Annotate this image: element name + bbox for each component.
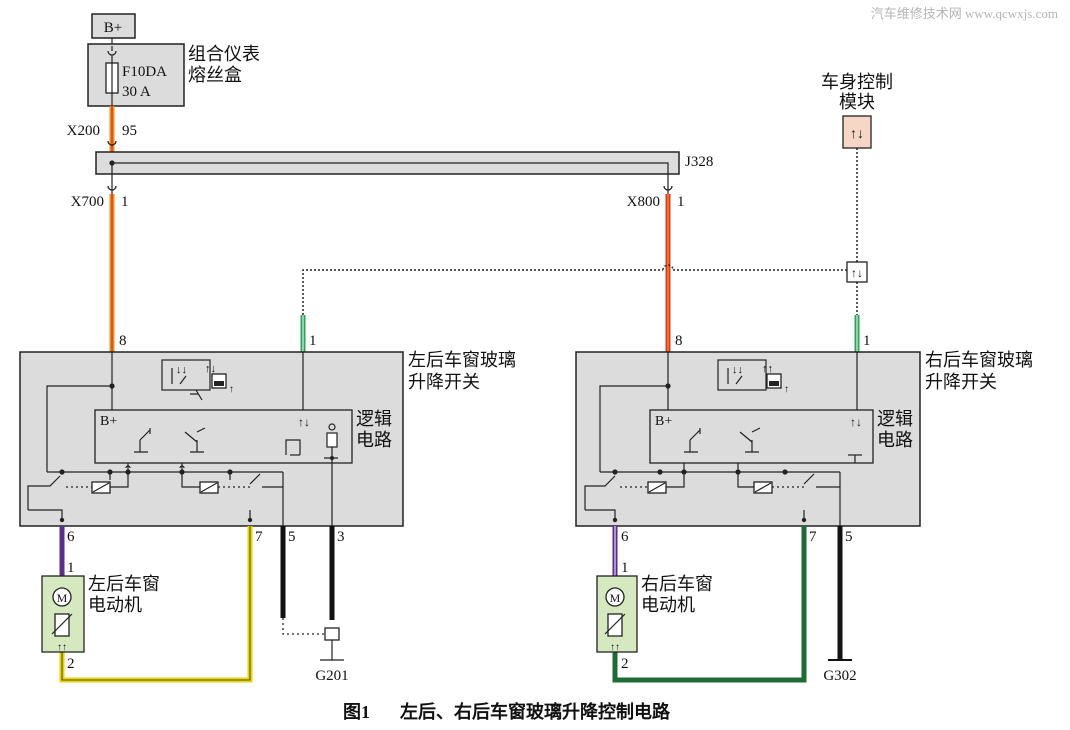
svg-text:↑↓: ↑↓ (851, 266, 863, 280)
right-logic-bplus: B+ (655, 414, 672, 429)
left-logic-title-1: 逻辑 (356, 409, 392, 429)
left-motor-title-2: 电动机 (88, 595, 142, 615)
svg-text:↑↓: ↑↓ (298, 415, 310, 429)
svg-text:↑: ↑ (229, 384, 234, 395)
right-window-switch: 右后车窗玻璃 升降开关 B+ 逻辑 电路 ↑↓ ↓↓ ↑↑ ↑ (575, 350, 1033, 527)
right-pin-7: 7 (809, 529, 817, 545)
svg-text:↓↓: ↓↓ (732, 364, 743, 376)
right-switch-title-2: 升降开关 (925, 372, 997, 392)
left-pin-5: 5 (288, 529, 296, 545)
svg-text:1: 1 (67, 560, 75, 576)
bcm-title-2: 模块 (839, 92, 875, 112)
left-pin-7: 7 (255, 529, 263, 545)
left-logic-circuit (94, 409, 353, 464)
right-logic-title-1: 逻辑 (877, 409, 913, 429)
left-switch-title-2: 升降开关 (408, 372, 480, 392)
right-pin-1: 1 (863, 333, 871, 349)
fuse-box: F10DA 30 A 组合仪表 熔丝盒 (87, 43, 260, 107)
bcm-data-icon: ↑↓ (850, 127, 864, 142)
right-window-motor: 1 M ↑↑ 2 右后车窗 电动机 (596, 560, 713, 672)
left-logic-bplus: B+ (100, 414, 117, 429)
x800-pin: 1 (677, 194, 685, 210)
wire-green-right (612, 526, 807, 683)
right-motor-icon (605, 587, 625, 607)
right-pin-5: 5 (845, 529, 853, 545)
right-switch-title-1: 右后车窗玻璃 (925, 350, 1033, 370)
ground-g302: G302 (823, 668, 856, 684)
left-window-switch: 左后车窗玻璃 升降开关 B+ 逻辑 电路 ↑↓ ↓↓ ↑↓ ↑ (19, 350, 516, 527)
x700-label: X700 (71, 194, 104, 210)
left-switch-title-1: 左后车窗玻璃 (408, 350, 516, 370)
ground-g201: G201 (315, 668, 348, 684)
left-pin-3: 3 (337, 529, 345, 545)
bcm-title-1: 车身控制 (821, 72, 893, 92)
svg-text:↓↓: ↓↓ (176, 364, 187, 376)
right-pin-6: 6 (621, 529, 629, 545)
fuse-box-body (87, 43, 185, 107)
fuse-rating: 30 A (122, 84, 151, 100)
caption-figure: 图1 (343, 702, 370, 722)
svg-text:M: M (57, 591, 68, 605)
svg-text:↑↓: ↑↓ (205, 363, 216, 375)
x700-pin: 1 (121, 194, 129, 210)
left-logic-title-2: 电路 (356, 430, 392, 450)
svg-text:↑↑: ↑↑ (762, 363, 773, 375)
svg-text:2: 2 (621, 656, 629, 672)
left-motor-icon (52, 587, 72, 607)
bplus-box (91, 13, 136, 39)
j328-label: J328 (685, 154, 713, 170)
left-pin-6: 6 (67, 529, 75, 545)
x800-label: X800 (627, 194, 660, 210)
right-motor-title-1: 右后车窗 (641, 574, 713, 594)
right-pin-8: 8 (675, 333, 683, 349)
svg-text:↑: ↑ (784, 384, 789, 395)
fuse-box-title-1: 组合仪表 (188, 44, 260, 64)
power-supply: B+ (91, 13, 136, 46)
svg-text:↑↑: ↑↑ (610, 642, 620, 653)
ground-connector-icon (324, 627, 340, 641)
x200-label: X200 (67, 123, 100, 139)
left-motor-title-1: 左后车窗 (88, 574, 160, 594)
x200-pin: 95 (122, 123, 137, 139)
right-logic-circuit (649, 409, 874, 464)
left-pin-1: 1 (309, 333, 317, 349)
svg-text:↑↑: ↑↑ (57, 642, 67, 653)
caption-title: 左后、右后车窗玻璃升降控制电路 (400, 701, 671, 722)
left-window-motor: 1 M ↑↑ 2 左后车窗 电动机 (41, 560, 160, 672)
fuse-box-title-2: 熔丝盒 (188, 65, 242, 85)
body-control-module: 车身控制 模块 ↑↓ (821, 72, 893, 149)
svg-text:2: 2 (67, 656, 75, 672)
svg-text:↑↓: ↑↓ (850, 415, 862, 429)
svg-text:M: M (610, 591, 621, 605)
splice-j328: J328 (95, 151, 713, 194)
watermark: 汽车维修技术网 www.qcwxjs.com (871, 6, 1058, 21)
left-pin-8: 8 (119, 333, 127, 349)
fuse-id: F10DA (122, 64, 167, 80)
right-motor-title-2: 电动机 (641, 595, 695, 615)
bplus-label: B+ (104, 20, 122, 36)
svg-text:1: 1 (621, 560, 629, 576)
right-logic-title-2: 电路 (877, 430, 913, 450)
